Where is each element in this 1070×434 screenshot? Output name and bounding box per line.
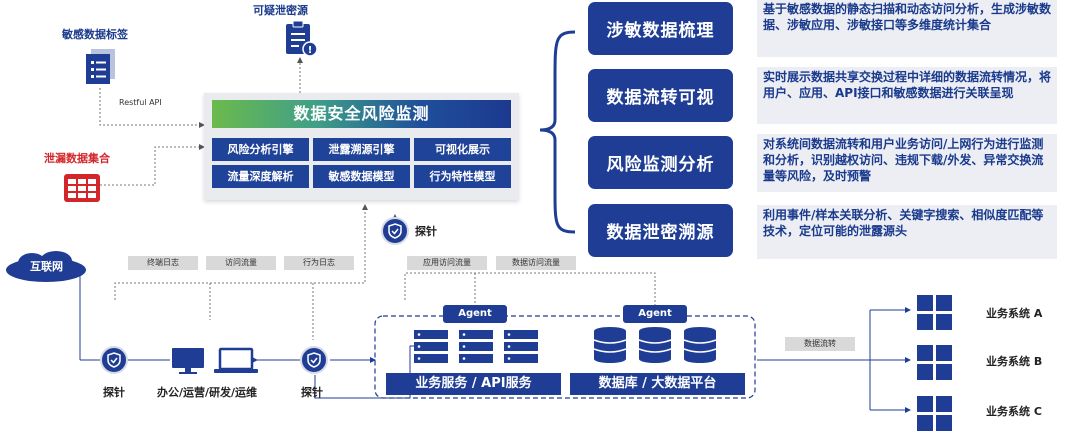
restful-api-label: Restful API — [119, 98, 162, 107]
capability-title-1: 涉敏数据梳理 — [588, 2, 733, 55]
risk-monitor-panel: 数据安全风险监测 风险分析引擎 泄露溯源引擎 可视化展示 流量深度解析 敏感数据… — [204, 93, 519, 200]
capability-desc-1: 基于敏感数据的静态扫描和动态访问分析，生成涉敏数据、涉敏应用、涉敏接口等多维度统… — [757, 0, 1057, 57]
engine-leak-trace: 泄露溯源引擎 — [313, 138, 410, 161]
capability-desc-2: 实时展示数据共享交换过程中详细的数据流转情况，将用户、应用、API接口和敏感数据… — [757, 67, 1057, 124]
server-rack-icons — [414, 330, 538, 363]
engine-traffic-parsing: 流量深度解析 — [212, 165, 309, 188]
business-system-c-icon — [917, 396, 952, 431]
database-platform-title: 数据库 / 大数据平台 — [570, 373, 745, 395]
agent-badge-service: Agent — [443, 305, 507, 323]
shield-check-icon — [107, 352, 121, 368]
svg-text:!: ! — [308, 45, 313, 56]
probe-node-upper — [381, 217, 409, 245]
internet-cloud-icon — [6, 251, 86, 282]
capability-desc-3: 对系统间数据流转和用户业务访问/上网行为进行监测和分析，识别越权访问、违规下载/… — [757, 134, 1057, 192]
probe-node-left — [100, 346, 128, 374]
probe-label-middle: 探针 — [301, 386, 323, 399]
business-system-a-icon — [917, 295, 952, 330]
capability-title-4: 数据泄密溯源 — [588, 204, 733, 257]
capability-title-2: 数据流转可视 — [588, 69, 733, 122]
service-platform-title: 业务服务 / API服务 — [386, 373, 561, 395]
flow-tag-terminal-log: 终端日志 — [128, 256, 198, 270]
database-cylinders-icon — [593, 327, 717, 363]
business-system-a-label: 业务系统 A — [986, 307, 1043, 320]
business-system-b-icon — [917, 345, 952, 380]
engine-visualization: 可视化展示 — [414, 138, 511, 161]
flow-tag-data-flow: 数据流转 — [785, 337, 855, 351]
business-system-c-label: 业务系统 C — [986, 405, 1042, 418]
suspected-leak-source: 可疑泄密源 — [253, 2, 308, 18]
risk-monitor-title: 数据安全风险监测 — [212, 100, 511, 128]
flow-tag-access-traffic: 访问流量 — [206, 256, 276, 270]
flow-tag-app-access-traffic: 应用访问流量 — [407, 256, 487, 270]
engine-risk-analysis: 风险分析引擎 — [212, 138, 309, 161]
capability-desc-4: 利用事件/样本关联分析、关键字搜索、相似度匹配等技术，定位可能的泄露源头 — [757, 205, 1057, 259]
probe-label-left: 探针 — [103, 386, 125, 399]
laptop-icon — [214, 347, 258, 373]
leak-data-collection-label: 泄漏数据集合 — [44, 152, 110, 165]
business-system-b-label: 业务系统 B — [986, 355, 1043, 368]
shield-check-icon — [388, 223, 402, 239]
capability-title-3: 风险监测分析 — [588, 136, 733, 189]
document-list-icon — [86, 49, 115, 84]
engine-behavior-model: 行为特性模型 — [414, 165, 511, 188]
sensitive-data-tag-label: 敏感数据标签 — [62, 28, 128, 41]
shield-check-icon — [307, 352, 321, 368]
office-users-label: 办公/运营/研发/运维 — [157, 386, 258, 399]
probe-node-middle — [300, 346, 328, 374]
probe-label-upper: 探针 — [415, 225, 437, 238]
flow-tag-db-access-traffic: 数据访问流量 — [496, 256, 576, 270]
agent-badge-database: Agent — [623, 305, 687, 323]
desktop-monitor-icon — [172, 348, 204, 374]
internet-label: 互联网 — [30, 260, 63, 273]
data-table-icon — [64, 174, 100, 202]
engine-sensitive-model: 敏感数据模型 — [313, 165, 410, 188]
clipboard-alert-icon: ! — [286, 20, 318, 57]
suspected-leak-source-label: 可疑泄密源 — [253, 4, 308, 17]
flow-tag-behavior-log: 行为日志 — [284, 256, 354, 270]
